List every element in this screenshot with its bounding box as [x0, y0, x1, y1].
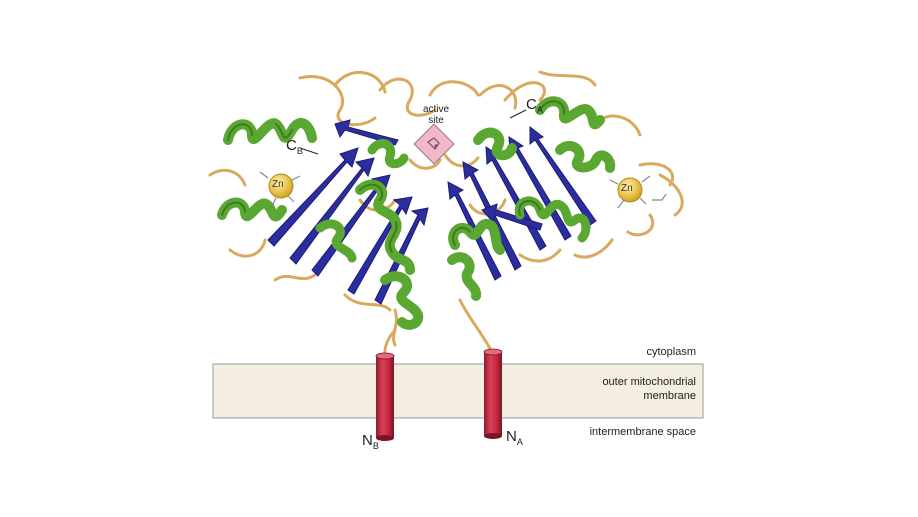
- active-site-label-line2: site: [428, 115, 444, 126]
- zinc-text-left: Zn: [272, 179, 284, 190]
- helix-left-center-top: [367, 139, 409, 169]
- tm-anchor-a: [483, 348, 503, 439]
- helix-right-top: [535, 96, 605, 130]
- n-terminus-a-letter: N: [506, 428, 517, 445]
- n-terminus-b-label: NB: [362, 432, 379, 451]
- tm-anchor-b: [375, 352, 395, 441]
- membrane-label-line1: outer mitochondrial: [602, 376, 696, 388]
- zinc-text-right: Zn: [621, 183, 633, 194]
- helix-center-left-lower: [380, 271, 424, 330]
- anchor-stalks: [383, 298, 494, 358]
- helix-shading: [221, 100, 566, 253]
- zinc-ion-right: [617, 177, 643, 203]
- helix-center-right-lower: [447, 252, 482, 301]
- c-terminus-pointers: [299, 109, 527, 155]
- cytoplasm-label: cytoplasm: [646, 346, 696, 358]
- c-terminus-b-sub: B: [296, 146, 303, 156]
- n-terminus-a-label: NA: [506, 428, 523, 447]
- helix-left-inner: [315, 219, 357, 263]
- n-terminus-a-sub: A: [516, 437, 523, 447]
- helix-right-mid: [555, 140, 616, 173]
- c-terminus-a-label: CA: [526, 96, 543, 115]
- helix-active-site: [473, 127, 517, 161]
- outer-mitochondrial-membrane: [212, 363, 704, 419]
- c-terminus-b-letter: C: [286, 137, 297, 154]
- zinc-label-right: Zn: [621, 183, 633, 194]
- c-terminus-a-letter: C: [526, 96, 537, 113]
- membrane-label-line2: membrane: [643, 390, 696, 402]
- zinc-coordination: [259, 171, 667, 209]
- n-terminus-b-sub: B: [372, 441, 379, 451]
- c-terminus-a-sub: A: [536, 105, 543, 115]
- n-terminus-b-letter: N: [362, 432, 373, 449]
- active-site-label-line1: active: [422, 104, 450, 115]
- zinc-ion-left: [268, 173, 294, 199]
- active-site-label: active site: [410, 104, 462, 126]
- zinc-label-left: Zn: [272, 179, 284, 190]
- c-terminus-b-label: CB: [286, 137, 303, 156]
- beta-strands: [267, 119, 597, 305]
- intermembrane-space-label: intermembrane space: [589, 426, 696, 438]
- active-site-marker: [413, 123, 455, 165]
